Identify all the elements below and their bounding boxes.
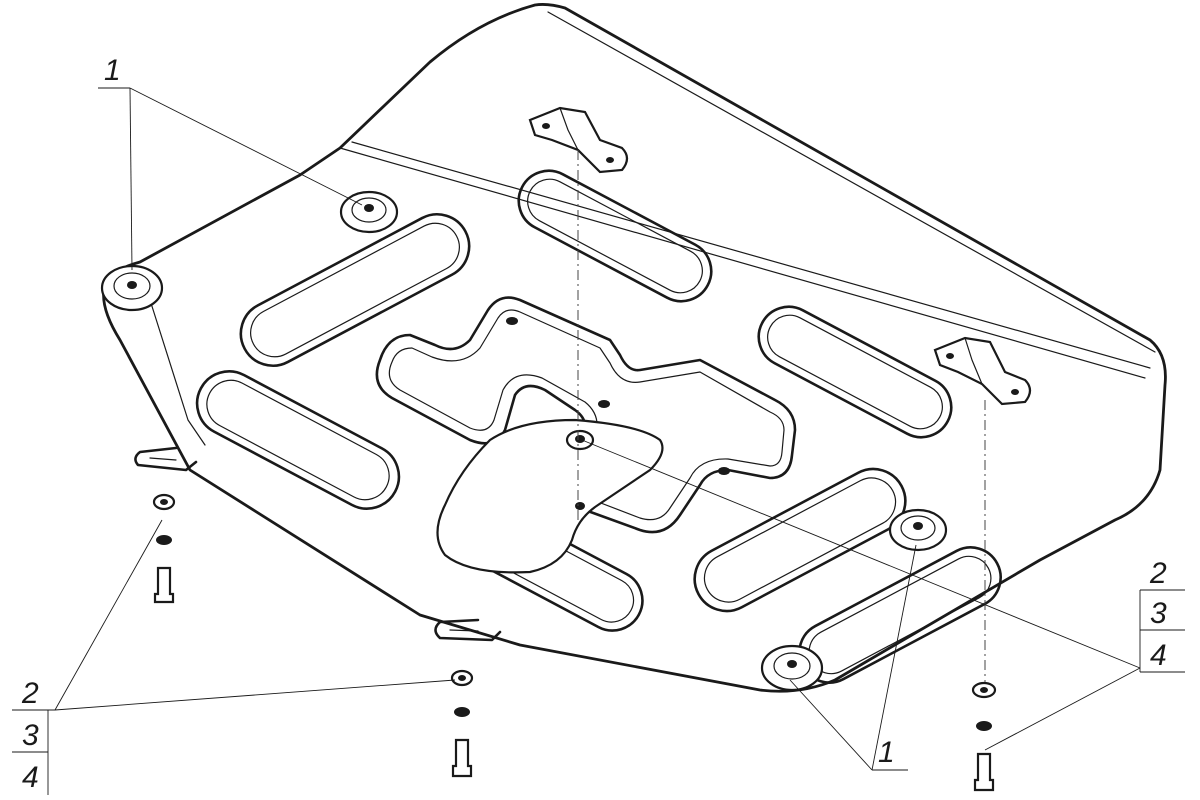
callout-part-1-bottom: 1: [878, 736, 895, 769]
bushing-top-left: [100, 264, 164, 312]
callout-label-1-top: 1: [104, 54, 121, 87]
callout-label-1-bottom: 1: [878, 736, 895, 769]
slot-central-recess: [375, 296, 797, 534]
leader-lines: [54, 87, 1141, 771]
bushing-right: [888, 508, 948, 552]
callout-right-2: 2: [1149, 557, 1167, 590]
top-bracket-right: [933, 336, 1032, 406]
callout-left-2: 2: [21, 677, 39, 710]
mounting-tab-bottom: [434, 618, 502, 642]
callout-part-1-top: 1: [104, 54, 121, 87]
slot-upper-center: [517, 169, 713, 303]
plate-slots: [195, 169, 1002, 684]
top-bracket-left: [528, 106, 629, 174]
plate-bend-line-front: [149, 299, 206, 446]
callout-right-4: 4: [1150, 639, 1167, 672]
callout-stack-left: 2 3 4: [12, 677, 55, 795]
fastener-stack-center: [450, 669, 474, 778]
bushing-center: [565, 429, 595, 451]
callout-stack-right: 2 3 4: [1139, 557, 1185, 673]
fastener-stack-right: [971, 681, 997, 792]
slot-lower-right: [693, 467, 907, 613]
plate-outline: [102, 3, 1167, 693]
plate-bend-line-top-inner: [351, 141, 1151, 369]
slot-left-upper: [239, 213, 471, 367]
plate-bend-line-top: [339, 147, 1146, 379]
skid-plate: [100, 3, 1167, 693]
slot-upper-right: [757, 305, 953, 439]
bushing-bottom: [760, 644, 824, 692]
callout-left-4: 4: [22, 761, 39, 794]
mounting-tab-left: [134, 446, 198, 472]
access-hatch: [436, 418, 664, 574]
bushing-top-center: [339, 190, 399, 234]
callout-left-3: 3: [22, 719, 39, 752]
slot-left-lower: [195, 370, 401, 510]
slot-central-recess-inner: [388, 309, 785, 521]
assembly-axis-lines: [577, 150, 986, 690]
plate-ridge-inner: [547, 11, 1156, 353]
callout-right-3: 3: [1150, 597, 1167, 630]
fastener-stack-left: [152, 493, 176, 604]
